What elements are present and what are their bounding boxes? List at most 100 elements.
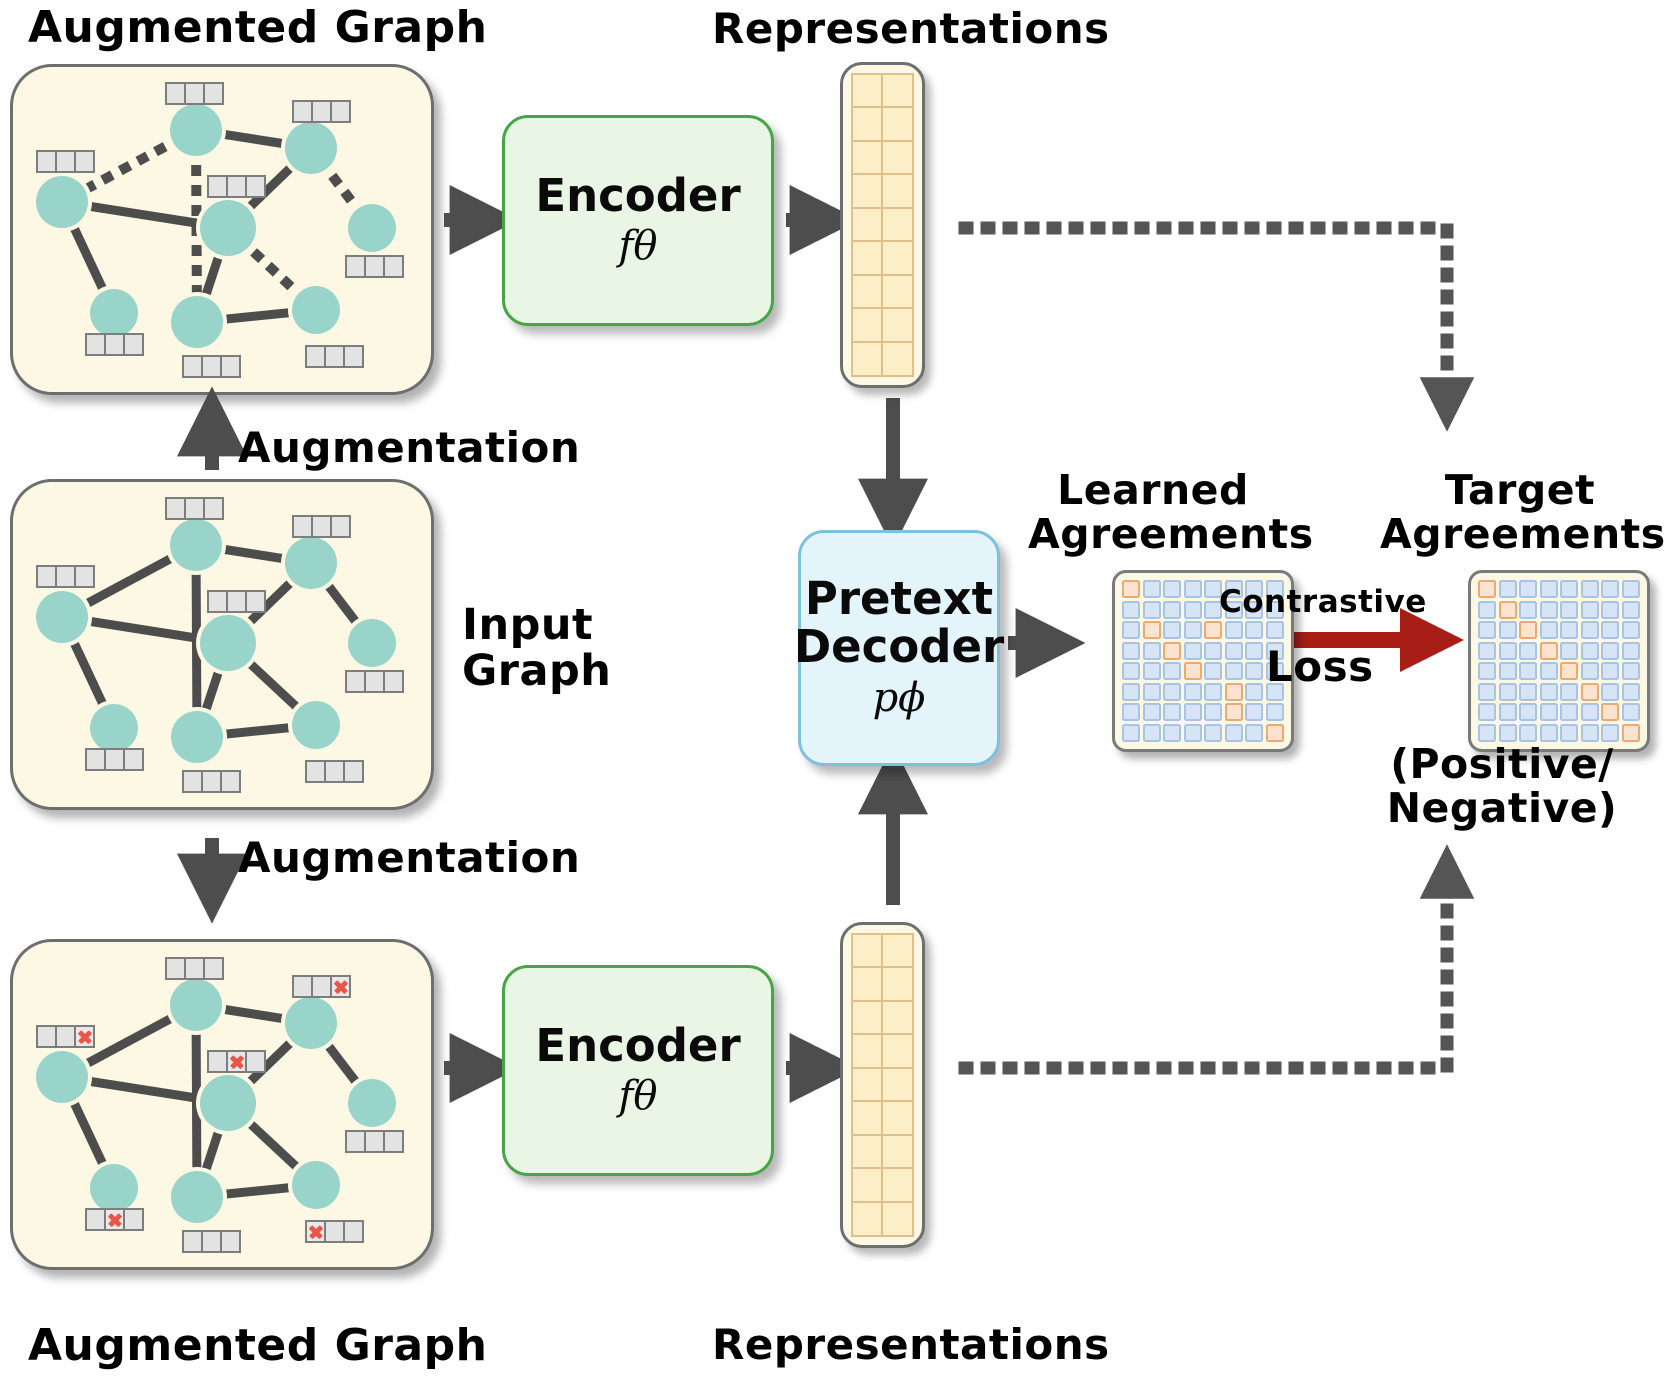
representation-cell bbox=[881, 307, 915, 344]
augmented-graph-bottom-node[interactable] bbox=[170, 979, 222, 1031]
learned-agreement-cell bbox=[1163, 662, 1181, 680]
label-augmentation-up: Augmentation bbox=[238, 423, 581, 472]
representation-row bbox=[850, 206, 915, 243]
input-graph-node[interactable] bbox=[36, 591, 88, 643]
representation-cell bbox=[850, 966, 884, 1003]
representation-cell bbox=[881, 1133, 915, 1170]
dotted-path-top-to-target bbox=[958, 221, 1475, 432]
input-graph-node[interactable] bbox=[348, 619, 396, 667]
input-graph-node[interactable] bbox=[200, 615, 256, 671]
learned-agreement-cell bbox=[1183, 621, 1202, 639]
target-agreement-cell bbox=[1519, 723, 1537, 742]
input-graph-node[interactable] bbox=[285, 537, 337, 589]
feature-cell bbox=[186, 959, 205, 978]
representation-cell bbox=[881, 106, 915, 143]
representation-row bbox=[850, 932, 915, 969]
feature-cell bbox=[345, 1222, 362, 1241]
augmented-graph-bottom-node[interactable] bbox=[292, 1161, 340, 1209]
target-agreement-cell-active bbox=[1478, 580, 1496, 598]
learned-agreement-cell bbox=[1163, 580, 1181, 598]
augmented-graph-top-feature-vector bbox=[182, 355, 241, 378]
target-agreement-cell bbox=[1580, 580, 1599, 598]
learned-agreement-cell bbox=[1265, 703, 1284, 721]
target-agreement-cell bbox=[1478, 621, 1496, 639]
input-graph-node[interactable] bbox=[170, 519, 222, 571]
input-graph-feature-vector bbox=[292, 515, 351, 538]
representation-row bbox=[850, 1066, 915, 1103]
augmented-graph-top-node[interactable] bbox=[348, 204, 396, 252]
feature-cell bbox=[228, 592, 247, 611]
target-agreement-cell bbox=[1478, 662, 1496, 680]
augmented-graph-top-node[interactable] bbox=[292, 286, 340, 334]
decoder-label-line1: Pretext bbox=[804, 572, 994, 626]
augmented-graph-bottom-node[interactable] bbox=[285, 997, 337, 1049]
representation-cell bbox=[850, 1133, 884, 1170]
feature-cell bbox=[125, 750, 142, 769]
representation-row bbox=[850, 1100, 915, 1137]
label-augmented-graph-top: Augmented Graph bbox=[28, 2, 488, 53]
augmented-graph-bottom-node[interactable] bbox=[348, 1079, 396, 1127]
representation-row bbox=[850, 999, 915, 1036]
target-agreement-cell bbox=[1539, 600, 1558, 619]
target-agreement-cell bbox=[1498, 703, 1517, 721]
input-graph-feature-vector bbox=[305, 760, 364, 783]
input-graph-node[interactable] bbox=[292, 701, 340, 749]
feature-cell bbox=[184, 1232, 203, 1251]
representation-cell bbox=[881, 240, 915, 277]
augmented-graph-bottom-node[interactable] bbox=[171, 1171, 223, 1223]
learned-agreement-cell bbox=[1245, 682, 1263, 701]
augmented-graph-top-node[interactable] bbox=[170, 104, 222, 156]
encoder-top-box[interactable]: Encoder fθ bbox=[502, 115, 774, 326]
augmented-graph-bottom-feature-vector bbox=[345, 1130, 404, 1153]
feature-cell bbox=[184, 772, 203, 791]
feature-cell bbox=[332, 102, 349, 121]
learned-agreement-cell bbox=[1245, 621, 1263, 639]
learned-agreement-cell bbox=[1224, 641, 1243, 660]
pretext-decoder-box[interactable]: Pretext Decoder pϕ bbox=[794, 530, 1004, 766]
feature-cell bbox=[313, 977, 332, 996]
label-contrastive: Contrastive bbox=[1219, 584, 1427, 620]
feature-cell bbox=[247, 592, 264, 611]
augmented-graph-bottom-node[interactable] bbox=[36, 1051, 88, 1103]
learned-agreement-cell bbox=[1122, 600, 1140, 619]
augmented-graph-top-feature-vector bbox=[36, 150, 95, 173]
augmented-graph-top-node[interactable] bbox=[200, 200, 256, 256]
representation-row bbox=[850, 1033, 915, 1070]
representation-row bbox=[850, 72, 915, 109]
learned-agreement-cell bbox=[1163, 723, 1181, 742]
encoder-bottom-box[interactable]: Encoder fθ bbox=[502, 965, 774, 1176]
representations-top-column bbox=[840, 62, 925, 388]
representation-cell bbox=[850, 1033, 884, 1070]
target-agreement-cell bbox=[1498, 621, 1517, 639]
augmented-graph-top-node[interactable] bbox=[36, 176, 88, 228]
learned-agreement-cell bbox=[1265, 621, 1284, 639]
target-agreement-cell bbox=[1580, 723, 1599, 742]
input-graph-node[interactable] bbox=[171, 711, 223, 763]
encoder-bottom-symbol: fθ bbox=[618, 1073, 658, 1120]
input-graph-node[interactable] bbox=[90, 704, 138, 752]
feature-cell bbox=[228, 177, 247, 196]
feature-cell bbox=[366, 1132, 385, 1151]
representation-row bbox=[850, 1133, 915, 1170]
feature-cell bbox=[76, 567, 93, 586]
target-agreement-cell bbox=[1519, 580, 1537, 598]
augmented-graph-bottom-node[interactable] bbox=[90, 1164, 138, 1212]
representation-cell bbox=[850, 139, 884, 176]
target-agreement-cell bbox=[1539, 580, 1558, 598]
target-agreement-cell bbox=[1478, 723, 1496, 742]
augmented-graph-top-node[interactable] bbox=[90, 289, 138, 337]
augmented-graph-top-node[interactable] bbox=[285, 122, 337, 174]
representation-cell bbox=[850, 1100, 884, 1137]
feature-cell bbox=[76, 152, 93, 171]
label-loss: Loss bbox=[1266, 642, 1374, 691]
augmented-graph-top-node[interactable] bbox=[171, 296, 223, 348]
feature-cell bbox=[385, 257, 402, 276]
augmented-graph-top-feature-vector bbox=[207, 175, 266, 198]
feature-cell bbox=[294, 977, 313, 996]
representations-bottom-column bbox=[840, 922, 925, 1248]
target-agreement-cell bbox=[1478, 641, 1496, 660]
feature-cell bbox=[326, 762, 345, 781]
augmented-graph-bottom-node[interactable] bbox=[200, 1075, 256, 1131]
target-agreement-cell bbox=[1498, 662, 1517, 680]
representation-cell bbox=[881, 1167, 915, 1204]
